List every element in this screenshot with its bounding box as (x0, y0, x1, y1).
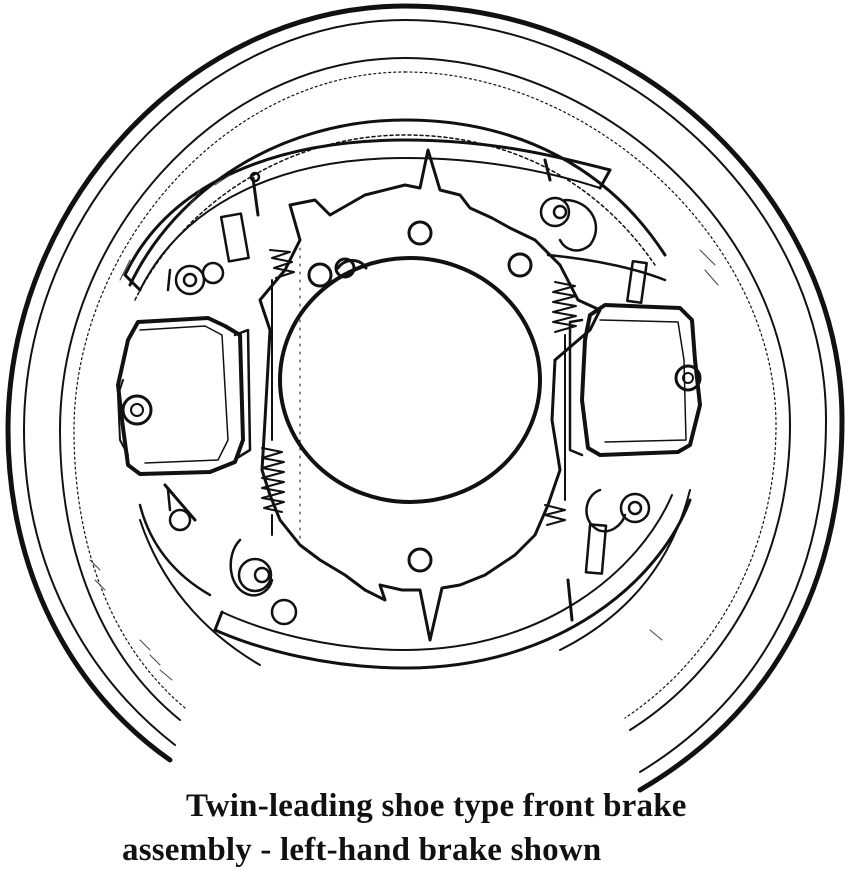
lower-brake-shoe (138, 494, 692, 670)
left-wheel-cylinder (116, 316, 252, 476)
hub-opening (278, 256, 542, 504)
caption-line-2: assembly - left-hand brake shown (122, 832, 602, 868)
mounting-holes (307, 220, 533, 573)
drum-shading (89, 174, 719, 681)
backing-plate (258, 148, 602, 642)
right-wheel-cylinder (568, 303, 702, 457)
left-return-springs (261, 249, 295, 536)
right-return-springs (544, 281, 577, 526)
backing-plate-edge (128, 118, 691, 666)
shoe-adjusters (163, 158, 651, 626)
drum-outer-rim (5, 3, 845, 793)
caption-line-1: Twin-leading shoe type front brake (186, 788, 687, 824)
